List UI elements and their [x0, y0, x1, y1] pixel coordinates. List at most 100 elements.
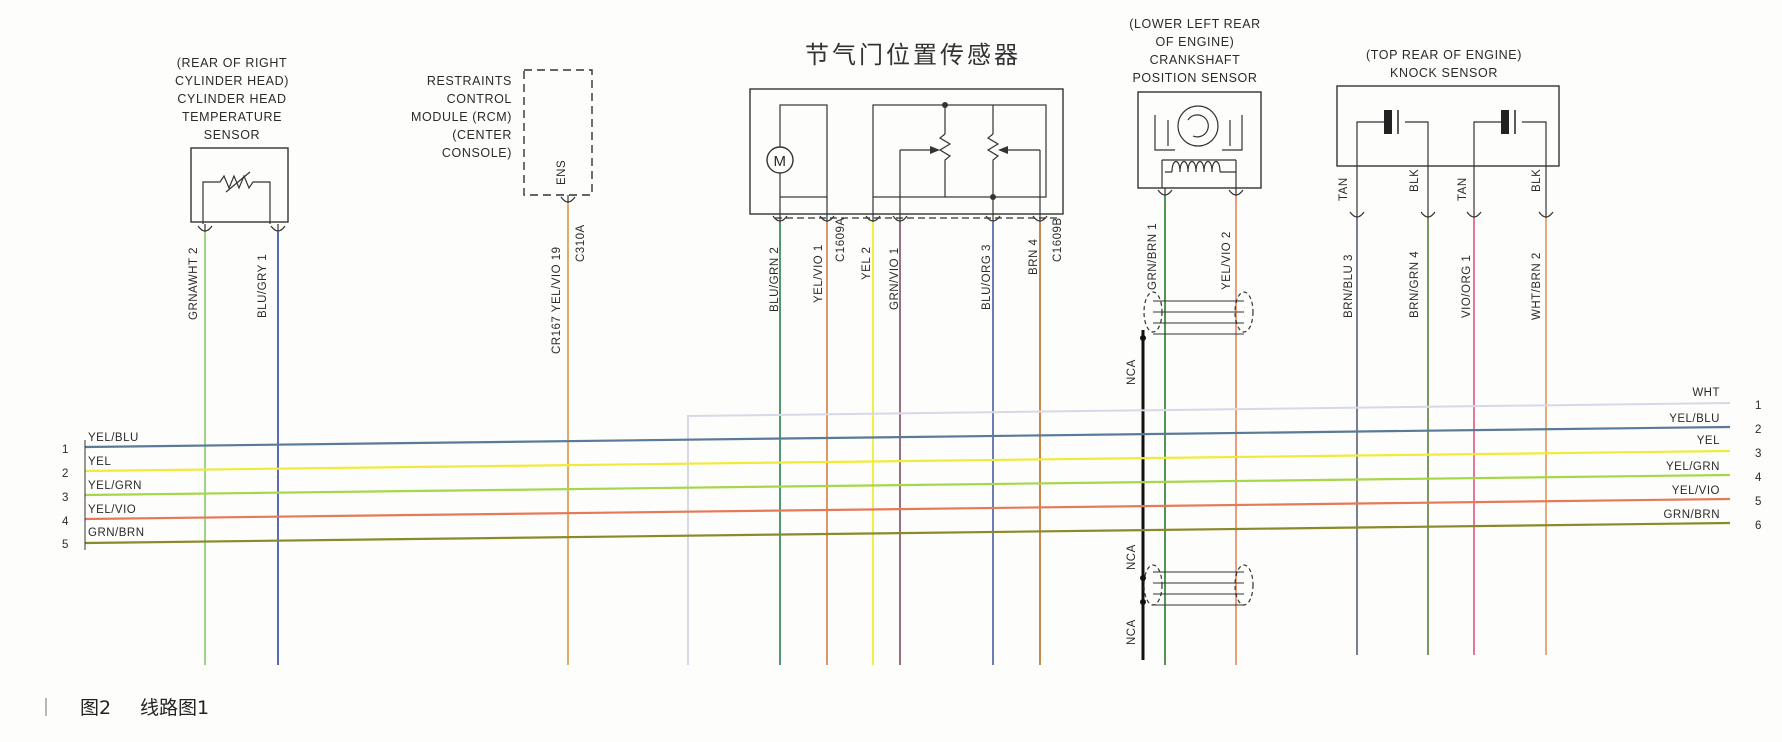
bus-color-label: YEL	[88, 456, 111, 468]
shield-tag: BLK	[1409, 169, 1421, 192]
connector-cups	[197, 166, 1554, 232]
nca-label: NCA	[1126, 619, 1138, 645]
ckp-label-line: CRANKSHAFT	[1150, 53, 1241, 67]
drop-label: BLU/GRN 2	[769, 247, 781, 312]
motor-icon	[766, 146, 794, 174]
bus-color-label: YEL/GRN	[88, 480, 142, 492]
bus-color-label: WHT	[1692, 387, 1720, 399]
ckp-label-line: OF ENGINE)	[1156, 35, 1235, 49]
drop-label: BLU/ORG 3	[981, 244, 993, 310]
bus-wire	[84, 449, 1731, 473]
cht-label-line: SENSOR	[204, 128, 260, 142]
motor-symbol: M	[773, 153, 786, 170]
cht-sensor-box	[190, 147, 289, 223]
bus-pin-number: 2	[62, 468, 69, 480]
nca-label: NCA	[1126, 359, 1138, 385]
ckp-label-line: POSITION SENSOR	[1133, 71, 1258, 85]
knock-sensor: (TOP REAR OF ENGINE) KNOCK SENSOR	[1336, 48, 1560, 167]
shield-tag: TAN	[1457, 177, 1469, 201]
ckp-box	[1137, 91, 1262, 189]
drop-label: GRN/BRN 1	[1147, 223, 1159, 290]
drop-label: GRNAWHT 2	[188, 247, 200, 320]
bus-pin-number: 4	[1755, 472, 1762, 484]
bus-pin-number: 5	[62, 539, 69, 551]
thermistor-arrow	[225, 171, 251, 193]
harness-bus	[84, 402, 1731, 665]
bus-pin-number: 1	[62, 444, 69, 456]
bus-pin-number: 5	[1755, 496, 1762, 508]
drop-label: CR167 YEL/VIO 19	[551, 246, 563, 354]
drop-label: YEL/VIO 2	[1221, 231, 1233, 290]
caption-figure-no: 图2	[80, 697, 111, 719]
cht-sensor: (REAR OF RIGHT CYLINDER HEAD) CYLINDER H…	[175, 56, 289, 224]
bus-color-label: YEL/GRN	[1666, 461, 1720, 473]
rcm-label-line: CONSOLE)	[442, 146, 512, 160]
bus-color-label: YEL	[1697, 435, 1720, 447]
potentiometer-1-icon	[938, 133, 952, 177]
connector-id: C1609A	[835, 217, 847, 262]
ckp-label-line: (LOWER LEFT REAR	[1129, 17, 1261, 31]
bus-color-label: YEL/BLU	[88, 432, 139, 444]
drop-label: YEL 2	[861, 247, 873, 280]
shield-tag: BLK	[1531, 169, 1543, 192]
potentiometer-2-icon	[986, 133, 1000, 197]
bus-wire	[84, 425, 1731, 449]
drop-label: WHT/BRN 2	[1531, 252, 1543, 320]
bus-pin-number: 3	[1755, 448, 1762, 460]
rcm-box	[523, 69, 593, 196]
rcm-label-line: MODULE (RCM)	[411, 110, 512, 124]
drop-label: BRN 4	[1028, 239, 1040, 275]
knock-box	[1336, 85, 1560, 167]
connector-id: C1609B	[1052, 217, 1064, 262]
shield-tag: TAN	[1338, 177, 1350, 201]
tps-box	[749, 88, 1064, 215]
bus-pin-number: 3	[62, 492, 69, 504]
bus-wire	[84, 497, 1731, 521]
pickup-coil-icon	[1171, 160, 1221, 173]
crankshaft-position-sensor: (LOWER LEFT REAR OF ENGINE) CRANKSHAFT P…	[1129, 17, 1262, 189]
drop-label: YEL/VIO 1	[813, 244, 825, 303]
cht-label-line: CYLINDER HEAD	[177, 92, 286, 106]
bus-color-label: YEL/VIO	[1672, 485, 1720, 497]
drop-label: GRN/VIO 1	[889, 247, 901, 310]
connector-id: C310A	[575, 224, 587, 262]
drop-label: BRN/BLU 3	[1343, 254, 1355, 318]
drop-label: VIO/ORG 1	[1461, 255, 1473, 318]
rcm-label-line: RESTRAINTS	[427, 74, 512, 88]
cht-label-line: CYLINDER HEAD)	[175, 74, 289, 88]
rcm-label-line: CONTROL	[447, 92, 512, 106]
drop-labels: GRNAWHT 2 BLU/GRY 1 CR167 YEL/VIO 19 BLU…	[188, 223, 1543, 354]
bus-labels-right: WHT YEL/BLU YEL YEL/GRN YEL/VIO GRN/BRN …	[1663, 387, 1762, 532]
rcm-label-line: (CENTER	[452, 128, 512, 142]
reluctor-icon	[1177, 105, 1219, 147]
knock-label-line: KNOCK SENSOR	[1390, 66, 1498, 80]
caption-text: 线路图1	[140, 697, 209, 719]
bus-pin-number: 6	[1755, 520, 1762, 532]
bus-labels-left: YEL/BLU YEL YEL/GRN YEL/VIO GRN/BRN 1 2 …	[62, 432, 145, 551]
cht-label-line: (REAR OF RIGHT	[177, 56, 287, 70]
bus-color-label: GRN/BRN	[1663, 509, 1720, 521]
bus-color-label: GRN/BRN	[88, 527, 145, 539]
bus-pin-number: 2	[1755, 424, 1762, 436]
drop-label: BRN/GRN 4	[1409, 251, 1421, 318]
cht-label-line: TEMPERATURE	[182, 110, 282, 124]
diagram-title: 节气门位置传感器	[805, 41, 1021, 69]
rcm-pin-name: ENS	[556, 160, 568, 185]
bus-wire-wht	[687, 402, 1731, 665]
nca-label: NCA	[1126, 544, 1138, 570]
bus-wire	[84, 521, 1731, 545]
throttle-position-sensor: M	[749, 88, 1064, 219]
ckp-shield: NCA NCA NCA	[1126, 291, 1254, 660]
wire-drops	[204, 196, 1547, 665]
pot-frame	[872, 104, 1047, 198]
knock-label-line: (TOP REAR OF ENGINE)	[1366, 48, 1522, 62]
piezo-icon	[1501, 110, 1509, 134]
thermistor-icon	[202, 174, 271, 190]
drop-label: BLU/GRY 1	[257, 254, 269, 318]
bus-color-label: YEL/VIO	[88, 504, 136, 516]
bus-wire	[84, 473, 1731, 497]
rcm-module: RESTRAINTS CONTROL MODULE (RCM) (CENTER …	[411, 69, 593, 196]
figure-caption: 图2 线路图1	[45, 697, 209, 719]
